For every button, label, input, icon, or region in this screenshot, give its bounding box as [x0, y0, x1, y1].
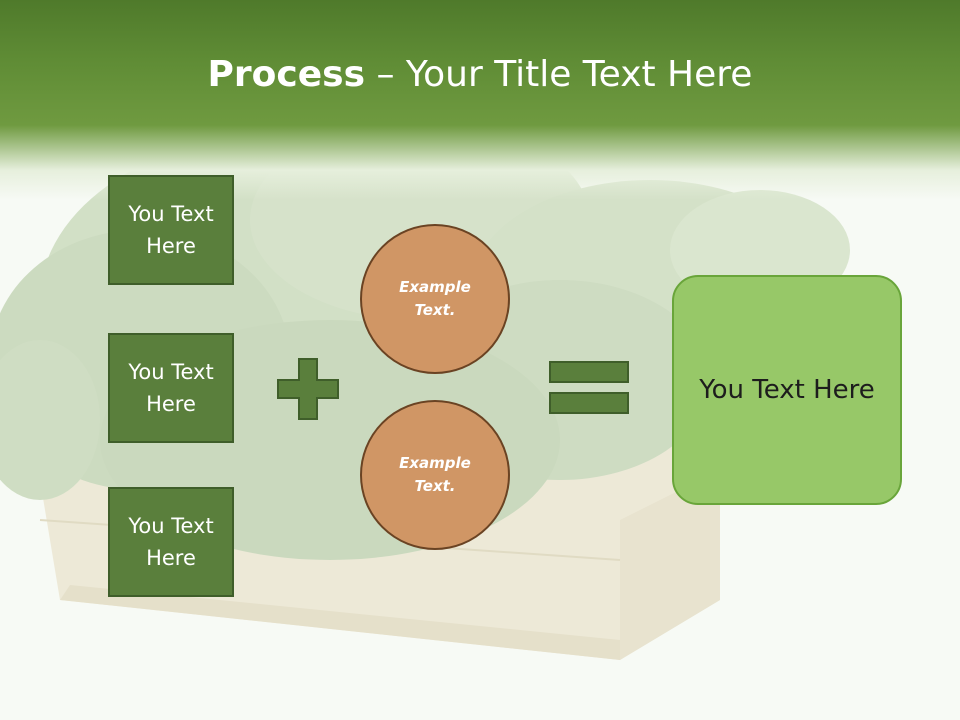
title-rest: – Your Title Text Here: [365, 54, 753, 95]
text-box-1-label: You Text Here: [128, 202, 214, 258]
title-bold: Process: [207, 54, 366, 95]
result-box-label: You Text Here: [699, 375, 875, 405]
text-box-2-label: You Text Here: [128, 360, 214, 416]
text-box-3[interactable]: You Text Here: [108, 487, 234, 597]
text-box-3-label: You Text Here: [128, 514, 214, 570]
text-box-1[interactable]: You Text Here: [108, 175, 234, 285]
example-circle-1[interactable]: Example Text.: [360, 224, 510, 374]
example-circle-1-label: Example Text.: [399, 278, 471, 319]
header-band: [0, 0, 960, 200]
slide-title: Process – Your Title Text Here: [0, 52, 960, 98]
text-box-2[interactable]: You Text Here: [108, 333, 234, 443]
result-box[interactable]: You Text Here: [672, 275, 902, 505]
example-circle-2[interactable]: Example Text.: [360, 400, 510, 550]
example-circle-2-label: Example Text.: [399, 454, 471, 495]
equals-icon: [549, 361, 629, 414]
plus-icon: [277, 358, 339, 420]
